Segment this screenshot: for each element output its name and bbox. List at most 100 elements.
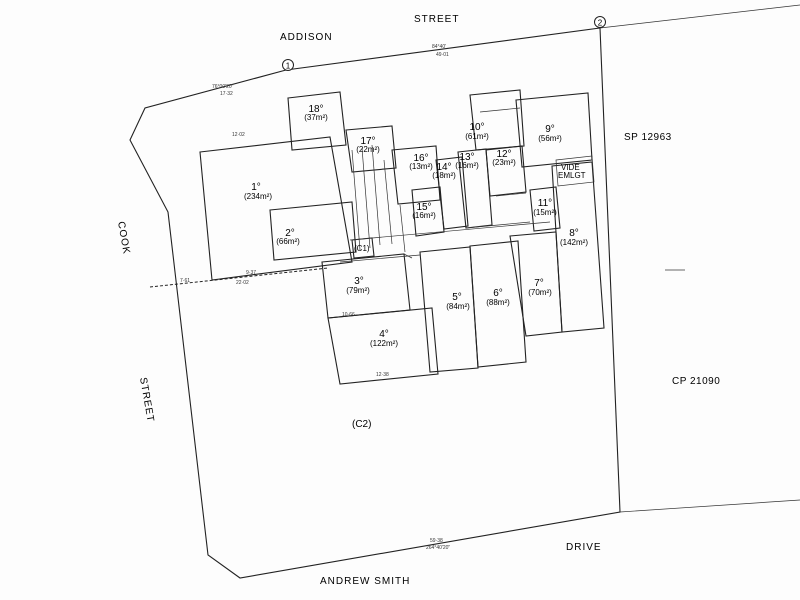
svg-text:11°: 11° [538,198,552,209]
svg-text:(22m²): (22m²) [356,145,380,154]
svg-text:18°: 18° [308,104,323,115]
dim-lot1-north: 12·02 [232,132,245,138]
lot-6-outline [469,240,527,368]
lot-13-label: 13° (16m²) [455,152,479,170]
emlgt-label: EMLGT [558,171,586,180]
lot-8-label: 8° (142m²) [560,228,588,247]
drive-label: DRIVE [566,542,602,553]
svg-text:4°: 4° [379,329,389,340]
svg-text:(15m²): (15m²) [533,208,557,217]
svg-text:(16m²): (16m²) [455,161,479,170]
svg-text:10°: 10° [469,122,484,133]
addison-extension [599,4,800,29]
dim-937: 9·37 [246,270,256,276]
lot-1-label: 1° (234m²) [244,182,272,201]
svg-text:(79m²): (79m²) [346,286,370,295]
lot-16-outline [391,145,441,205]
svg-text:3°: 3° [354,276,364,287]
dim-1066: 10·66 [342,312,355,318]
lot-4-outline [327,307,439,385]
svg-text:(70m²): (70m²) [528,288,552,297]
svg-text:(84m²): (84m²) [446,302,470,311]
marker-2-label: 2 [598,19,603,28]
svg-text:8°: 8° [569,228,579,239]
dim-drive-length: 59·38 [430,538,443,544]
svg-text:12°: 12° [496,149,511,160]
lot-16-label: 16° (13m²) [409,153,433,171]
addison-street-label: STREET [414,14,459,25]
lot-17-label: 17° (22m²) [356,136,380,154]
svg-text:9°: 9° [545,124,555,135]
lot-7-outline [509,231,563,337]
lot-10-label: 10° (61m²) [465,122,489,141]
lot-6-label: 6° (88m²) [486,288,510,307]
lot-11-outline [529,186,561,232]
lot-7-label: 7° (70m²) [528,278,552,297]
svg-text:(61m²): (61m²) [465,132,489,141]
cp-label: CP 21090 [672,376,720,387]
sp-label: SP 12963 [624,132,672,143]
andrew-smith-label: ANDREW SMITH [320,576,410,587]
lot-9-label: 9° (56m²) [538,124,562,143]
lot-3-label: 3° (79m²) [346,276,370,295]
lot-10-outline [469,89,525,151]
svg-text:13°: 13° [459,152,474,163]
svg-text:(18m²): (18m²) [432,171,456,180]
svg-text:16°: 16° [413,153,428,164]
outer-boundary [129,27,621,579]
dim-2202: 22·02 [236,280,249,286]
internal-lines [339,107,551,263]
svg-text:(23m²): (23m²) [492,158,516,167]
svg-text:(56m²): (56m²) [538,134,562,143]
lot-5-outline [419,246,479,373]
lot-15-outline [411,186,445,237]
vide-label: VIDE [561,163,580,172]
lot-8-outline [551,161,605,333]
lot-2-outline [269,201,357,261]
drive-extension [619,499,800,513]
svg-text:2°: 2° [285,228,295,239]
svg-text:(66m²): (66m²) [276,237,300,246]
svg-text:(16m²): (16m²) [412,211,436,220]
addison-label: ADDISON [280,32,333,43]
dim-addison-bearing: 84°40' [432,44,446,50]
svg-text:17°: 17° [360,136,375,147]
lot-15-label: 15° (16m²) [412,202,436,220]
common-small-label: (C1) [354,244,370,253]
svg-text:7°: 7° [534,278,544,289]
svg-text:(13m²): (13m²) [409,162,433,171]
lot-18-label: 18° (37m²) [304,104,328,122]
svg-text:(37m²): (37m²) [304,113,328,122]
svg-text:(142m²): (142m²) [560,238,588,247]
common-property-label: (C2) [352,419,371,430]
svg-text:5°: 5° [452,292,462,303]
lot-14-outline [435,156,469,230]
svg-text:14°: 14° [436,162,451,173]
lot-12-label: 12° (23m²) [492,149,516,167]
svg-text:1°: 1° [251,182,261,193]
cook-label: COOK [115,221,132,256]
lot-5-label: 5° (84m²) [446,292,470,311]
lot-1-outline [199,136,353,281]
marker-2: 2 [594,16,606,28]
dim-761: 7·61 [180,278,190,284]
dim-drive-bearing: 264°40'20" [426,545,450,551]
dim-corner-bearing: 76°00'20" [212,84,234,90]
dim-corner-length: 17·32 [220,91,233,97]
marker-1-label: 1 [286,62,291,71]
marker-1: 1 [282,59,294,71]
lot-17-outline [345,125,397,173]
svg-text:(122m²): (122m²) [370,339,398,348]
svg-text:(234m²): (234m²) [244,192,272,201]
svg-text:15°: 15° [416,202,431,213]
lot-14-label: 14° (18m²) [432,162,456,180]
lot-18-outline [287,91,347,151]
dim-1238: 12·38 [376,372,389,378]
cook-street-label: STREET [137,377,156,424]
dim-addison-length: 49·01 [436,52,449,58]
svg-text:(88m²): (88m²) [486,298,510,307]
svg-text:6°: 6° [493,288,503,299]
vide-box [555,155,595,187]
